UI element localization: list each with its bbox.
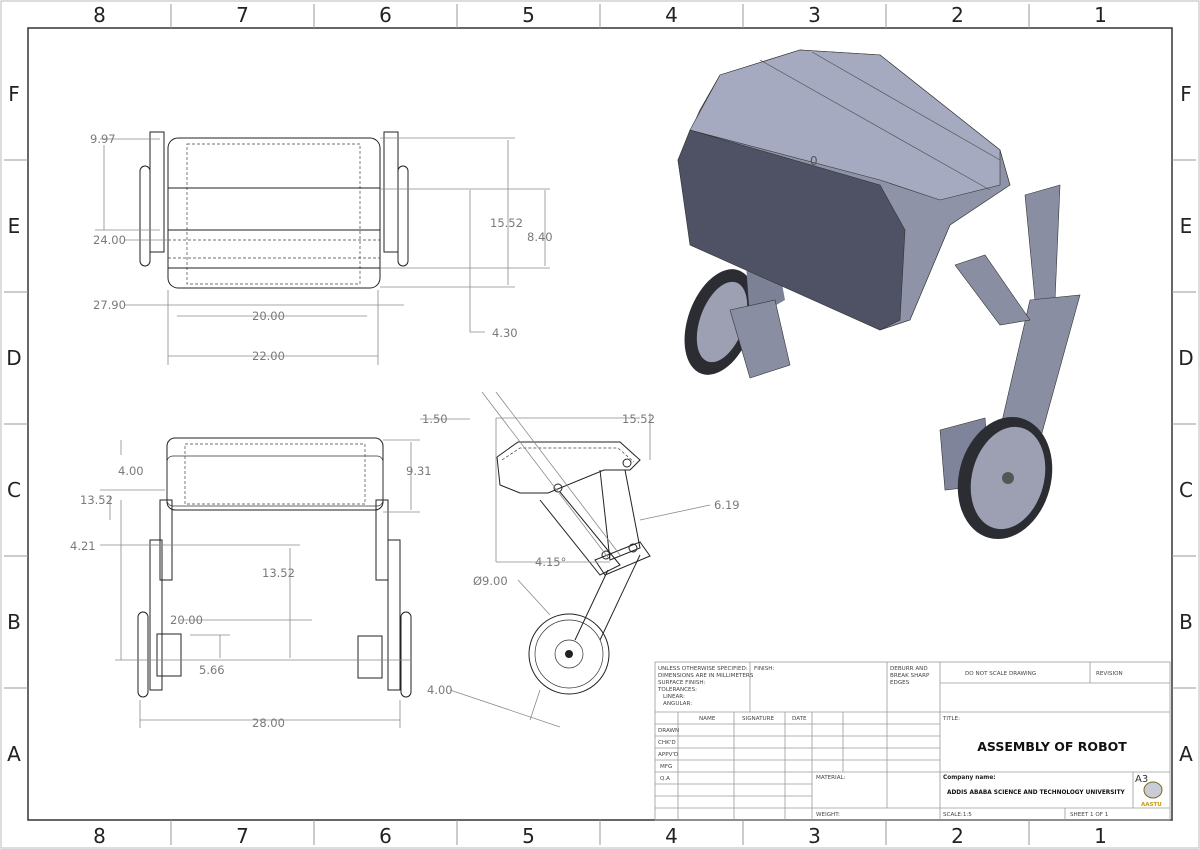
dim-label: 27.90 [93,298,126,312]
dim-label: 9.31 [406,464,432,478]
tb-deburr: DEBURR AND [890,666,928,672]
tb-role: Q.A [660,776,670,782]
tb-sheet: SHEET 1 OF 1 [1070,812,1109,818]
dim-label: 15.52 [490,216,523,230]
svg-text:AASTU: AASTU [1141,802,1162,808]
dim-label: Ø9.00 [473,574,508,588]
dim-label: 4.30 [492,326,518,340]
zone-column-label: 3 [808,824,821,848]
zone-row-label: D [1178,346,1193,370]
top-view: 9.97 24.00 27.90 20.00 22.00 15.52 8.40 … [90,131,553,365]
side-view: 1.50 15.52 6.19 4.15° Ø9.00 4.00 [420,391,740,728]
zone-row-label: A [7,742,21,766]
tb-note: TOLERANCES: [657,687,697,693]
tb-note: ANGULAR: [663,701,692,707]
zone-column-label: 3 [808,3,821,27]
isometric-render: 0 [677,49,1081,540]
dim-label: 4.00 [118,464,144,478]
dim-label: 6.19 [714,498,740,512]
tb-do-not-scale: DO NOT SCALE DRAWING [965,671,1036,677]
dim-label: 28.00 [252,716,285,730]
tb-role: DRAWN [658,728,679,734]
zone-column-label: 1 [1094,3,1107,27]
zone-column-label: 5 [522,3,535,27]
dim-label: 20.00 [252,309,285,323]
zone-row-label: F [1180,82,1192,106]
drawing-title: ASSEMBLY OF ROBOT [977,739,1127,754]
tb-role: MFG [660,764,672,770]
zone-column-label: 6 [379,3,392,27]
zone-column-label: 7 [236,824,249,848]
tb-header: SIGNATURE [742,716,775,722]
zone-row-label: E [8,214,21,238]
aastu-logo: AASTU [1141,781,1163,808]
dim-label: 8.40 [527,230,553,244]
dim-label: 13.52 [80,493,113,507]
tb-finish: FINISH: [754,666,774,672]
zone-row-label: B [7,610,21,634]
zone-row-label: C [7,478,21,502]
iso-label: 0 [810,154,818,168]
dim-label: 1.50 [422,412,448,426]
dim-label: 15.52 [622,412,655,426]
tb-role: APPV'D [658,752,678,758]
zone-row-label: F [8,82,20,106]
zone-column-label: 5 [522,824,535,848]
tb-note: DIMENSIONS ARE IN MILLIMETERS [658,673,754,679]
zone-column-label: 2 [951,3,964,27]
dim-label: 5.66 [199,663,225,677]
zone-column-label: 8 [93,824,106,848]
dim-label: 4.15° [535,555,566,569]
tb-header: DATE [792,716,807,722]
zone-column-label: 4 [665,824,678,848]
tb-role: CHK'D [658,740,676,746]
zone-row-label: E [1180,214,1193,238]
zone-column-label: 6 [379,824,392,848]
tb-title-label: TITLE: [942,716,960,722]
dim-label: 13.52 [262,566,295,580]
tb-sheet-size: A3 [1135,774,1148,785]
zone-column-label: 7 [236,3,249,27]
tb-deburr: EDGES [890,680,910,686]
title-block: UNLESS OTHERWISE SPECIFIED: DIMENSIONS A… [654,661,1171,821]
tb-note: LINEAR: [663,694,685,700]
zone-column-label: 4 [665,3,678,27]
dim-label: 4.21 [70,539,96,553]
tb-header: NAME [699,716,716,722]
zone-row-label: C [1179,478,1193,502]
dim-label: 24.00 [93,233,126,247]
dim-label: 4.00 [427,683,453,697]
tb-revision: REVISION [1096,671,1123,677]
tb-weight: WEIGHT: [816,812,840,818]
zone-row-label: A [1179,742,1193,766]
dim-label: 9.97 [90,132,116,146]
zone-column-label: 1 [1094,824,1107,848]
tb-scale: SCALE:1:5 [943,812,972,818]
tb-material: MATERIAL: [816,775,846,781]
zone-column-label: 8 [93,3,106,27]
dim-label: 20.00 [170,613,203,627]
front-view: 4.00 13.52 4.21 9.31 13.52 20.00 5.66 28… [70,437,432,730]
tb-deburr: BREAK SHARP [890,673,930,679]
zone-row-label: B [1179,610,1193,634]
zone-column-label: 2 [951,824,964,848]
tb-note: UNLESS OTHERWISE SPECIFIED: [658,666,748,672]
zone-row-label: D [6,346,21,370]
tb-company-label: Company name: [943,775,996,781]
dim-label: 22.00 [252,349,285,363]
tb-note: SURFACE FINISH: [658,680,706,686]
tb-company: ADDIS ABABA SCIENCE AND TECHNOLOGY UNIVE… [947,790,1126,796]
